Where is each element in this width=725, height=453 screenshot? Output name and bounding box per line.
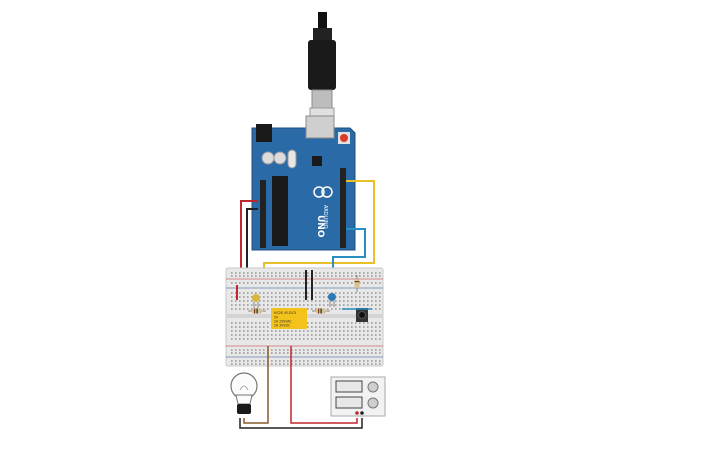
terminal-positive[interactable] — [355, 411, 359, 415]
light-bulb-icon[interactable] — [230, 372, 258, 414]
digital-header[interactable] — [340, 168, 346, 248]
arduino-uno-board[interactable]: ARDUINO UNO — [251, 115, 356, 251]
display-current — [335, 396, 363, 409]
board-brand: ARDUINO — [322, 205, 328, 229]
power-supply-icon[interactable] — [330, 376, 386, 417]
power-jack — [256, 124, 272, 142]
relay-line-3: 2A 250VAC — [274, 320, 292, 324]
atmega-chip — [272, 176, 288, 246]
display-voltage — [335, 380, 363, 393]
wire-red-5v[interactable] — [240, 200, 258, 285]
voltage-knob[interactable] — [367, 381, 379, 393]
board-model: UNO — [315, 215, 325, 238]
wire-red-load[interactable] — [290, 346, 358, 424]
usb-cable-icon[interactable] — [308, 12, 336, 123]
wire-black-load[interactable] — [239, 418, 363, 429]
usb-jack — [305, 115, 335, 139]
crystal — [287, 149, 297, 169]
led-yellow[interactable] — [252, 294, 260, 308]
resistor-2[interactable] — [312, 308, 330, 314]
usb-chip — [312, 156, 322, 166]
power-header[interactable] — [260, 180, 266, 248]
relay-line-2: 5V — [274, 316, 279, 320]
relay-line-4: 2A 30VDC — [274, 324, 291, 328]
arduino-logo-icon — [313, 186, 333, 198]
capacitor — [273, 151, 287, 165]
relay-module[interactable]: KS2E-M-DC5 5V 2A 250VAC 2A 30VDC — [271, 308, 307, 329]
led-blue[interactable] — [328, 293, 336, 307]
capacitor — [261, 151, 275, 165]
wire-brown-load[interactable] — [243, 346, 269, 424]
resistor-3[interactable] — [354, 275, 360, 292]
current-knob[interactable] — [367, 397, 379, 409]
relay-line-1: KS2E-M-DC5 — [274, 311, 296, 315]
push-button-icon[interactable] — [356, 308, 368, 322]
reset-button[interactable] — [340, 134, 348, 142]
terminal-negative[interactable] — [360, 411, 364, 415]
resistor-1[interactable] — [248, 308, 266, 314]
